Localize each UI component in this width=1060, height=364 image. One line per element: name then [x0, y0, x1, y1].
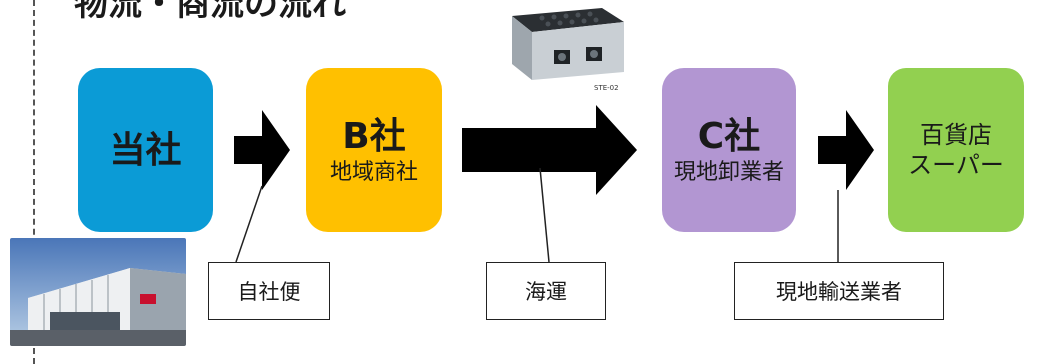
node-c-sublabel: 現地卸業者	[673, 159, 784, 185]
node-retail-line1: 百貨店	[920, 121, 992, 149]
connector-jisha	[235, 185, 263, 263]
label-own-delivery: 自社便	[208, 262, 330, 320]
arrow-tousha-to-b	[234, 110, 290, 190]
node-c-label: C社	[697, 115, 761, 157]
connector-kaiun	[539, 167, 550, 263]
node-b-label: B社	[342, 115, 406, 157]
node-c-company: C社 現地卸業者	[662, 68, 796, 232]
arrow-b-to-c	[462, 105, 637, 195]
page-title: 物流・商流の流れ	[74, 0, 346, 24]
griddle-product-photo: STE-02	[502, 2, 628, 98]
node-b-company: B社 地域商社	[306, 68, 442, 232]
node-retail-line2: スーパー	[908, 151, 1004, 179]
dashed-divider	[33, 0, 35, 364]
label-local-carrier: 現地輸送業者	[734, 262, 944, 320]
node-b-sublabel: 地域商社	[329, 159, 418, 185]
node-retail: 百貨店 スーパー	[888, 68, 1024, 232]
griddle-caption: STE-02	[594, 84, 619, 92]
node-tousha-label: 当社	[109, 129, 182, 171]
node-tousha: 当社	[78, 68, 213, 232]
label-sea-freight: 海運	[486, 262, 606, 320]
warehouse-photo	[10, 238, 186, 346]
arrow-c-to-dept	[818, 110, 874, 190]
